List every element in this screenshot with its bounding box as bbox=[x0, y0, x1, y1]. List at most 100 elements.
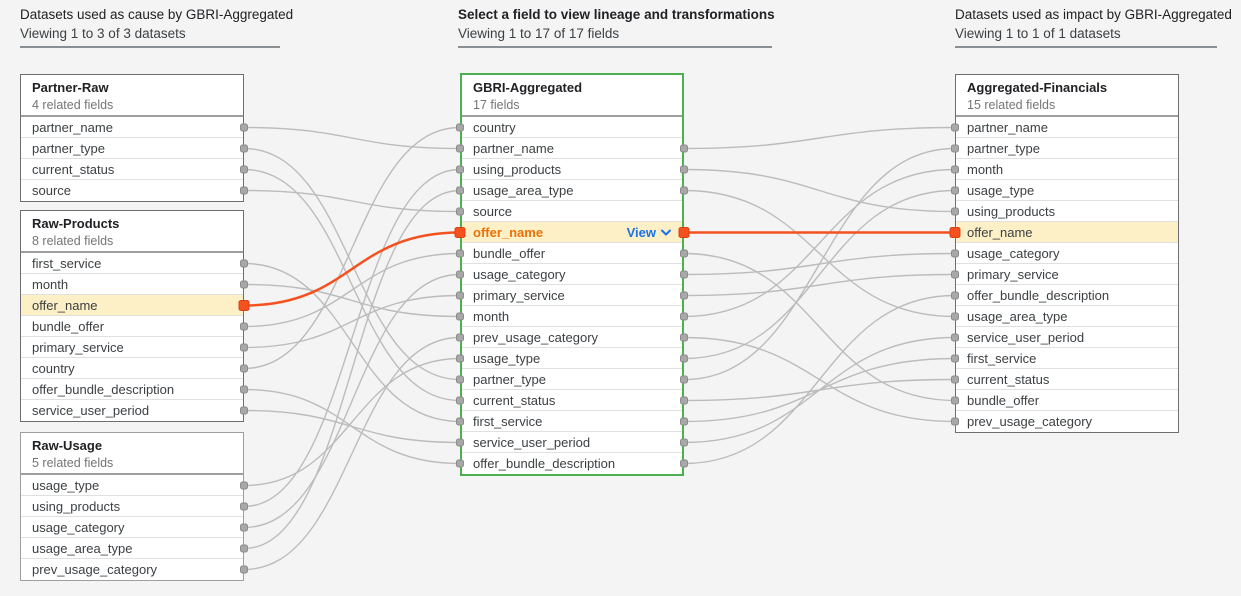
lineage-edge bbox=[243, 168, 461, 508]
lineage-edge bbox=[683, 189, 956, 318]
field-row-current_status[interactable]: current_status bbox=[462, 390, 682, 411]
field-row-country[interactable]: country bbox=[462, 117, 682, 138]
field-row-partner_type[interactable]: partner_type bbox=[462, 369, 682, 390]
field-label: primary_service bbox=[473, 287, 565, 303]
field-label: usage_category bbox=[473, 266, 566, 282]
field-label: month bbox=[32, 276, 69, 292]
field-row-usage_area_type[interactable]: usage_area_type bbox=[956, 306, 1178, 327]
dataset-title: Aggregated-Financials bbox=[967, 80, 1108, 95]
field-label: partner_type bbox=[473, 371, 546, 387]
field-label: source bbox=[32, 183, 72, 198]
dataset-field-count: 5 related fields bbox=[32, 456, 114, 470]
field-row-bundle_offer[interactable]: bundle_offer bbox=[956, 390, 1178, 411]
field-label: offer_name bbox=[967, 224, 1033, 240]
field-label: usage_type bbox=[473, 350, 541, 366]
field-label: usage_type bbox=[967, 182, 1035, 198]
impact-header-viewing: Viewing 1 to 1 of 1 datasets bbox=[955, 26, 1121, 41]
field-label: partner_name bbox=[967, 119, 1048, 135]
lineage-edge bbox=[683, 378, 956, 402]
field-row-month[interactable]: month bbox=[956, 159, 1178, 180]
field-label: partner_type bbox=[32, 140, 105, 156]
field-row-usage_area_type[interactable]: usage_area_type bbox=[21, 538, 243, 559]
field-row-current_status[interactable]: current_status bbox=[956, 369, 1178, 390]
dataset-title: GBRI-Aggregated bbox=[473, 80, 583, 95]
field-row-usage_category[interactable]: usage_category bbox=[956, 243, 1178, 264]
dataset-field-count: 15 related fields bbox=[967, 98, 1056, 112]
field-row-usage_area_type[interactable]: usage_area_type bbox=[462, 180, 682, 201]
field-label: source bbox=[473, 203, 513, 219]
lineage-edge bbox=[683, 273, 956, 297]
dataset-card-header: GBRI-Aggregated 17 fields bbox=[462, 75, 682, 117]
field-row-usage_category[interactable]: usage_category bbox=[21, 517, 243, 538]
view-button[interactable]: View bbox=[627, 225, 671, 240]
center-header-rule bbox=[458, 46, 772, 48]
lineage-edge bbox=[243, 126, 461, 370]
field-row-using_products[interactable]: using_products bbox=[956, 201, 1178, 222]
field-row-primary_service[interactable]: primary_service bbox=[956, 264, 1178, 285]
field-row-service_user_period[interactable]: service_user_period bbox=[462, 432, 682, 453]
lineage-edge-selected bbox=[243, 231, 461, 307]
field-label: prev_usage_category bbox=[473, 329, 599, 345]
lineage-edge bbox=[683, 336, 956, 423]
field-label: usage_area_type bbox=[967, 308, 1068, 324]
field-row-usage_type[interactable]: usage_type bbox=[21, 475, 243, 496]
dataset-field-count: 8 related fields bbox=[32, 234, 114, 248]
field-row-offer_bundle_description[interactable]: offer_bundle_description bbox=[462, 453, 682, 474]
field-row-offer_name[interactable]: offer_name bbox=[956, 222, 1178, 243]
field-row-bundle_offer[interactable]: bundle_offer bbox=[21, 316, 243, 337]
field-row-service_user_period[interactable]: service_user_period bbox=[21, 400, 243, 421]
field-row-partner_name[interactable]: partner_name bbox=[462, 138, 682, 159]
dataset-title: Raw-Products bbox=[32, 216, 120, 231]
lineage-edge bbox=[243, 409, 461, 444]
field-row-offer_bundle_description[interactable]: offer_bundle_description bbox=[21, 379, 243, 400]
cause-header-rule bbox=[20, 46, 280, 48]
field-row-usage_type[interactable]: usage_type bbox=[956, 180, 1178, 201]
field-row-using_products[interactable]: using_products bbox=[462, 159, 682, 180]
field-row-first_service[interactable]: first_service bbox=[462, 411, 682, 432]
field-row-primary_service[interactable]: primary_service bbox=[462, 285, 682, 306]
field-row-usage_category[interactable]: usage_category bbox=[462, 264, 682, 285]
field-row-partner_name[interactable]: partner_name bbox=[21, 117, 243, 138]
field-label: current_status bbox=[473, 392, 556, 408]
field-label: partner_type bbox=[967, 140, 1040, 156]
field-row-month[interactable]: month bbox=[462, 306, 682, 327]
field-row-prev_usage_category[interactable]: prev_usage_category bbox=[21, 559, 243, 580]
field-label: bundle_offer bbox=[473, 245, 546, 261]
cause-header-viewing: Viewing 1 to 3 of 3 datasets bbox=[20, 26, 186, 41]
field-row-source[interactable]: source bbox=[21, 180, 243, 201]
lineage-edge bbox=[243, 189, 461, 213]
field-row-source[interactable]: source bbox=[462, 201, 682, 222]
dataset-title: Partner-Raw bbox=[32, 80, 109, 95]
field-row-bundle_offer[interactable]: bundle_offer bbox=[462, 243, 682, 264]
field-row-usage_type[interactable]: usage_type bbox=[462, 348, 682, 369]
field-row-offer_bundle_description[interactable]: offer_bundle_description bbox=[956, 285, 1178, 306]
field-row-partner_type[interactable]: partner_type bbox=[21, 138, 243, 159]
field-row-using_products[interactable]: using_products bbox=[21, 496, 243, 517]
dataset-field-count: 17 fields bbox=[473, 98, 520, 112]
cause-column-header: Datasets used as cause by GBRI-Aggregate… bbox=[20, 5, 293, 48]
field-row-partner_name[interactable]: partner_name bbox=[956, 117, 1178, 138]
field-label: offer_bundle_description bbox=[473, 456, 616, 471]
field-row-prev_usage_category[interactable]: prev_usage_category bbox=[956, 411, 1178, 432]
field-row-month[interactable]: month bbox=[21, 274, 243, 295]
dataset-field-count: 4 related fields bbox=[32, 98, 114, 112]
field-row-first_service[interactable]: first_service bbox=[956, 348, 1178, 369]
field-row-primary_service[interactable]: primary_service bbox=[21, 337, 243, 358]
impact-header-rule bbox=[955, 46, 1217, 48]
field-row-prev_usage_category[interactable]: prev_usage_category bbox=[462, 327, 682, 348]
lineage-edge bbox=[243, 294, 461, 349]
lineage-edge bbox=[243, 189, 461, 550]
field-row-country[interactable]: country bbox=[21, 358, 243, 379]
field-row-partner_type[interactable]: partner_type bbox=[956, 138, 1178, 159]
field-row-first_service[interactable]: first_service bbox=[21, 253, 243, 274]
field-row-offer_name[interactable]: offer_name bbox=[21, 295, 243, 316]
impact-column-header: Datasets used as impact by GBRI-Aggregat… bbox=[955, 5, 1232, 48]
field-row-service_user_period[interactable]: service_user_period bbox=[956, 327, 1178, 348]
field-row-current_status[interactable]: current_status bbox=[21, 159, 243, 180]
dataset-card-header: Partner-Raw 4 related fields bbox=[21, 75, 243, 117]
field-label: first_service bbox=[473, 413, 543, 429]
